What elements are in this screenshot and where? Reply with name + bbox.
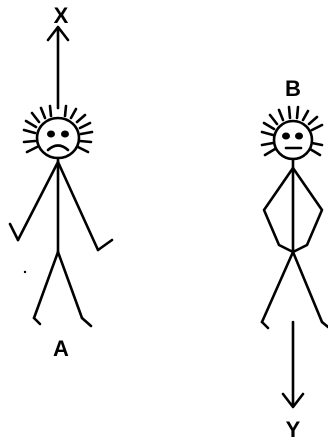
label-y: Y (286, 417, 301, 441)
arrow-down-to-y (281, 320, 305, 409)
arrow-up-to-x (46, 25, 70, 110)
label-b: B (285, 76, 301, 101)
figure-b-body (260, 157, 328, 330)
figure-a-body (8, 156, 114, 328)
figure-b-head-spikes (260, 105, 324, 157)
speck-dot (23, 270, 27, 274)
neutral-face-icon (272, 119, 314, 161)
figure-b (260, 105, 328, 409)
label-a: A (53, 336, 69, 361)
label-x: X (54, 3, 69, 28)
figure-a-head-spikes (22, 104, 94, 154)
sad-face-icon (35, 116, 81, 160)
figure-a (8, 25, 114, 328)
